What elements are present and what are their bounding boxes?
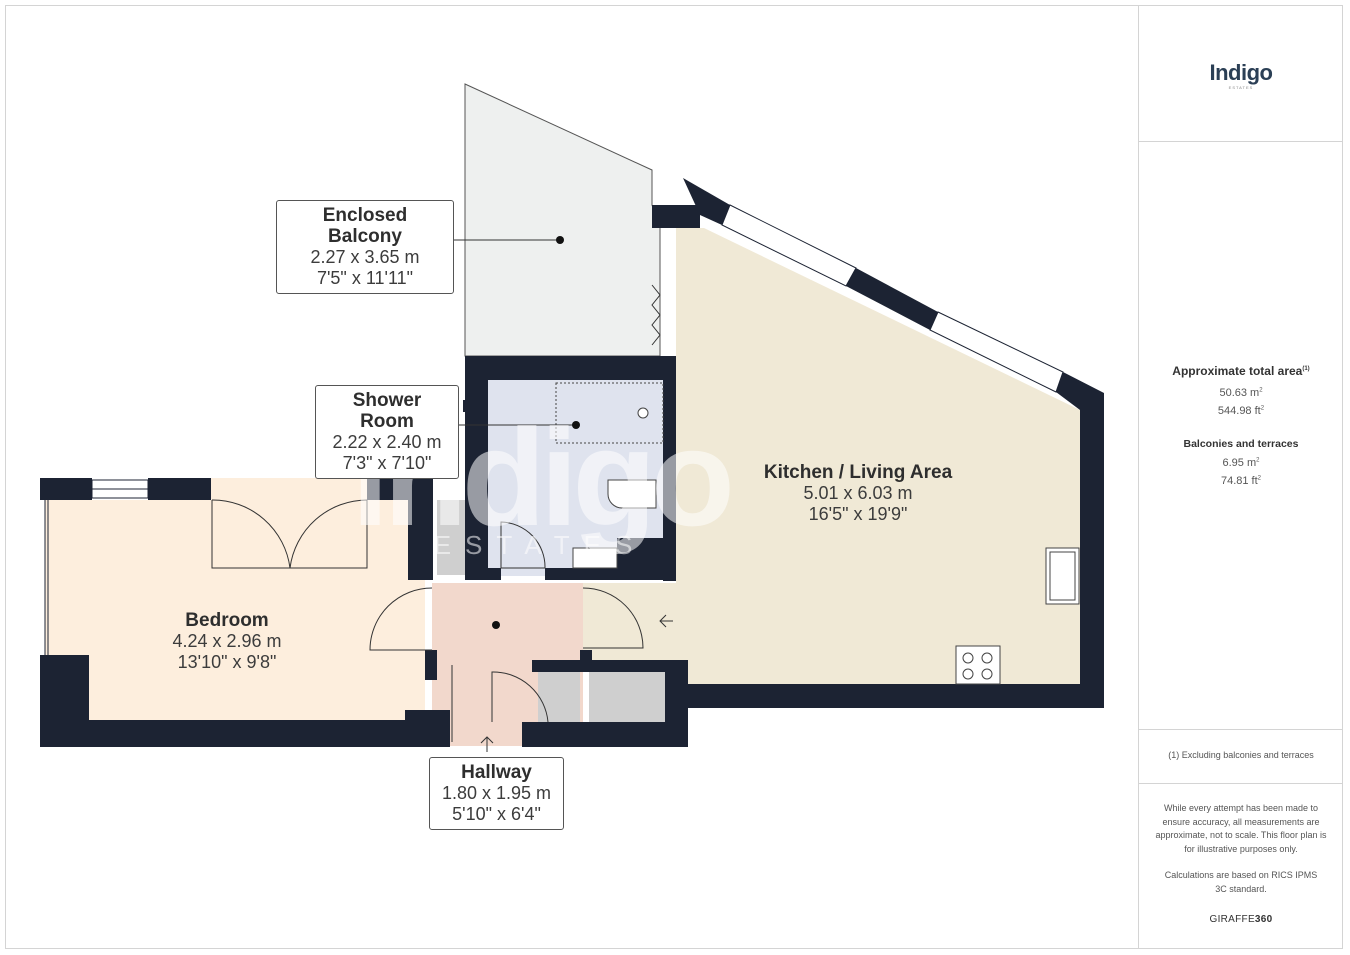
enclosed-balcony-area bbox=[464, 83, 661, 357]
squared-marker: 2 bbox=[1259, 387, 1263, 394]
squared-marker: 2 bbox=[1257, 475, 1262, 482]
room-name: Shower Room bbox=[352, 390, 422, 432]
entrance-arrow-icon bbox=[480, 614, 673, 752]
footnote-marker: (1) bbox=[1302, 366, 1310, 372]
info-sidebar: Indigo ESTATES Approximate total area(1)… bbox=[1138, 5, 1343, 949]
total-area-title: Approximate total area(1) bbox=[1139, 364, 1343, 378]
brand-logo: Indigo bbox=[1209, 60, 1273, 85]
balconies-imperial: 74.81 ft2 bbox=[1139, 475, 1343, 487]
room-label-hallway: Hallway 1.80 x 1.95 m 5'10" x 6'4" bbox=[429, 757, 564, 830]
room-imperial: 7'3" x 7'10" bbox=[342, 453, 432, 473]
room-imperial: 5'10" x 6'4" bbox=[452, 804, 541, 824]
room-label-enclosed-balcony: Enclosed Balcony 2.27 x 3.65 m 7'5" x 11… bbox=[276, 200, 454, 294]
footnote: (1) Excluding balconies and terraces bbox=[1168, 750, 1314, 760]
room-metric: 2.27 x 3.65 m bbox=[310, 247, 420, 267]
credit-logo-number: 360 bbox=[1254, 914, 1273, 925]
credit-logo: GIRAFFE360 bbox=[1139, 914, 1343, 925]
room-name: Bedroom bbox=[185, 610, 269, 631]
total-area-metric: 50.63 m2 bbox=[1139, 387, 1343, 399]
room-name: Hallway bbox=[461, 762, 532, 783]
walls bbox=[40, 178, 1104, 747]
total-area-imperial: 544.98 ft2 bbox=[1139, 405, 1343, 417]
calculation-note: Calculations are based on RICS IPMS 3C s… bbox=[1164, 870, 1318, 894]
watermark-subtext: ESTATES bbox=[433, 530, 647, 560]
disclaimer-text: While every attempt has been made to ens… bbox=[1155, 803, 1327, 854]
room-metric: 4.24 x 2.96 m bbox=[172, 631, 282, 651]
balconies-metric: 6.95 m2 bbox=[1139, 457, 1343, 469]
room-imperial: 7'5" x 11'11" bbox=[316, 268, 414, 288]
room-imperial: 16'5" x 19'9" bbox=[808, 504, 908, 524]
total-area-imperial-value: 544.98 ft bbox=[1217, 405, 1261, 417]
divider bbox=[1139, 141, 1343, 142]
total-area-title-text: Approximate total area bbox=[1172, 364, 1303, 378]
squared-marker: 2 bbox=[1260, 405, 1265, 412]
storage-cupboard bbox=[589, 665, 665, 722]
total-area-metric-value: 50.63 m bbox=[1219, 387, 1260, 399]
brand-logo-subtext: ESTATES bbox=[1228, 85, 1254, 90]
kitchen-annex bbox=[583, 583, 676, 661]
sheet-border bbox=[5, 5, 1343, 949]
bedroom-area bbox=[45, 500, 425, 720]
leader-lines bbox=[453, 239, 576, 426]
squared-marker: 2 bbox=[1256, 457, 1260, 464]
balconies-title: Balconies and terraces bbox=[1183, 438, 1299, 450]
leader-dots bbox=[492, 236, 580, 629]
room-name: Kitchen / Living Area bbox=[763, 462, 953, 483]
room-metric: 2.22 x 2.40 m bbox=[332, 432, 442, 452]
room-label-bedroom: Bedroom 4.24 x 2.96 m 13'10" x 9'8" bbox=[147, 610, 307, 673]
storage-cupboard bbox=[538, 670, 580, 722]
fixtures bbox=[555, 382, 1080, 685]
room-name: Enclosed Balcony bbox=[322, 205, 408, 247]
windows bbox=[44, 204, 1064, 655]
credit-logo-text: GIRAFFE bbox=[1209, 914, 1255, 925]
floor-plan-drawing bbox=[40, 83, 1104, 752]
room-metric: 5.01 x 6.03 m bbox=[803, 483, 913, 503]
door-swings bbox=[211, 284, 661, 742]
balconies-metric-value: 6.95 m bbox=[1222, 457, 1257, 469]
room-imperial: 13'10" x 9'8" bbox=[177, 652, 277, 672]
balconies-imperial-value: 74.81 ft bbox=[1220, 475, 1258, 487]
divider bbox=[1139, 729, 1343, 730]
room-metric: 1.80 x 1.95 m bbox=[441, 783, 552, 803]
room-label-kitchen-living: Kitchen / Living Area 5.01 x 6.03 m 16'5… bbox=[740, 462, 976, 525]
kitchen-living-area bbox=[676, 228, 1080, 684]
divider bbox=[1139, 783, 1343, 784]
room-label-shower-room: Shower Room 2.22 x 2.40 m 7'3" x 7'10" bbox=[315, 385, 459, 479]
